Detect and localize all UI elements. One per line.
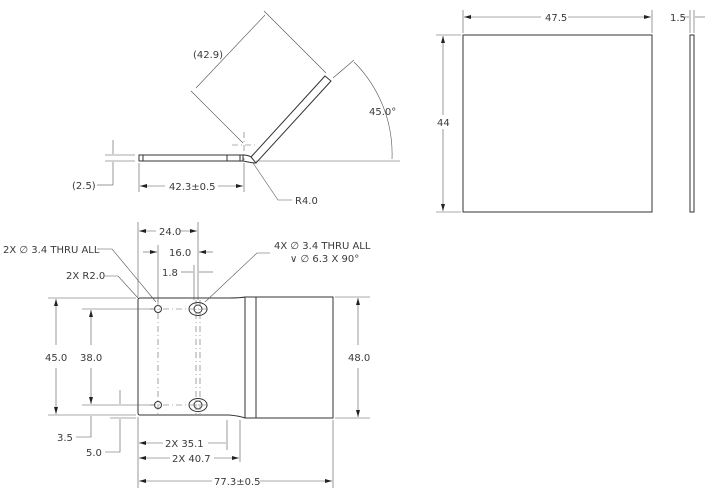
- countersink-note: ∨ ∅ 6.3 X 90°: [290, 254, 359, 265]
- blank-thickness-dim: 1.5: [670, 13, 686, 24]
- dim-16: 16.0: [169, 248, 191, 259]
- dim-48: 48.0: [348, 353, 370, 364]
- blank-outline: [462, 34, 653, 213]
- blank-edge-outline: [689, 34, 695, 213]
- dim-35-1: 2X 35.1: [165, 439, 204, 450]
- blank-view: 47.5 44 1.5: [436, 10, 705, 213]
- dim-24: 24.0: [159, 227, 181, 238]
- corner-radius-label: 2X R2.0: [66, 271, 105, 282]
- bend-radius-label: R4.0: [295, 196, 318, 207]
- flange-outline: [138, 154, 244, 162]
- dim-1-8: 1.8: [162, 268, 178, 279]
- part-outline: [137, 296, 334, 419]
- bent-flap-outline: [250, 75, 332, 164]
- dim-38: 38.0: [80, 353, 102, 364]
- holes: [150, 300, 210, 414]
- dim-45: 45.0: [45, 353, 67, 364]
- side-view: (42.9) 45.0° 42.3±0.5 (2.5) R4.0: [72, 10, 400, 207]
- flange-length-dim: 42.3±0.5: [169, 182, 216, 193]
- bend-angle-dim: 45.0°: [369, 107, 396, 118]
- blank-width-dim: 47.5: [545, 13, 567, 24]
- hole-note-4x: 4X ∅ 3.4 THRU ALL: [274, 241, 371, 252]
- hole-note-2x: 2X ∅ 3.4 THRU ALL: [3, 245, 100, 256]
- dim-40-7: 2X 40.7: [172, 454, 211, 465]
- flap-length-dim: (42.9): [193, 50, 223, 61]
- blank-height-dim: 44: [437, 118, 450, 129]
- overall-length-dim: 77.3±0.5: [214, 477, 261, 488]
- flat-view: 24.0 16.0 1.8 2X ∅ 3.4 THRU ALL 2X R2.0 …: [3, 222, 371, 488]
- dim-3-5: 3.5: [57, 433, 73, 444]
- thickness-dim: (2.5): [72, 181, 96, 192]
- dim-5: 5.0: [86, 448, 102, 459]
